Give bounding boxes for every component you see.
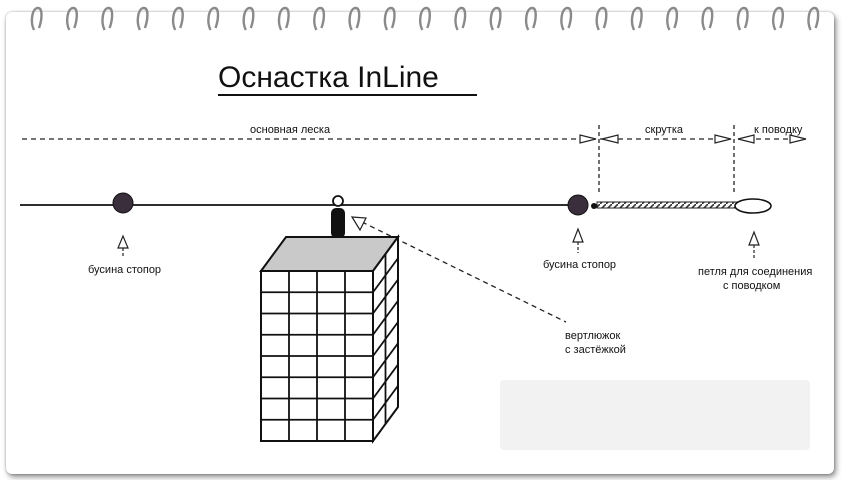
spiral-ring (277, 6, 290, 31)
twist-section (596, 201, 738, 209)
page-title: Оснастка InLine (218, 61, 439, 94)
connection-loop (734, 198, 772, 214)
spiral-ring (348, 6, 361, 31)
spiral-ring (101, 6, 114, 31)
spiral-ring (207, 6, 220, 31)
swivel-label-line2: с застёжкой (565, 344, 626, 356)
swivel (331, 195, 345, 238)
spiral-ring (701, 6, 714, 31)
bead-stopper-left (112, 192, 134, 214)
cube-grid-line (372, 278, 399, 315)
bead-left-label: бусина стопор (88, 264, 161, 276)
spiral-ring (313, 6, 326, 31)
swivel-label-line1: вертлюжок (565, 330, 621, 342)
spiral-ring (242, 6, 255, 31)
loop-label-line2: с поводком (723, 280, 780, 292)
spiral-ring (807, 6, 820, 31)
cube-grid-line (372, 257, 399, 293)
cube-grid-line (372, 385, 399, 421)
spiral-ring (560, 6, 573, 31)
spiral-ring (489, 6, 502, 31)
dimension-line (22, 125, 800, 195)
knot (591, 203, 597, 209)
spiral-ring (454, 6, 467, 31)
sinker-cube (259, 233, 400, 445)
pointer-arrows (117, 227, 760, 259)
loop-label-line1: петля для соединения (698, 266, 812, 278)
spiral-ring (772, 6, 784, 31)
cube-grid-line (372, 363, 399, 400)
spiral-ring (595, 6, 608, 31)
spiral-ring (66, 6, 78, 31)
bead-right-label: бусина стопор (543, 259, 616, 271)
bead-stopper-right (567, 194, 589, 216)
twist-label: скрутка (645, 124, 684, 136)
spiral-ring (524, 6, 537, 31)
spiral-ring (419, 6, 431, 31)
cube-grid-line (372, 342, 399, 378)
cube-grid-line (372, 321, 399, 357)
main-line-label: основная леска (250, 124, 331, 136)
cube-grid-line (372, 300, 399, 336)
spiral-ring (383, 6, 396, 31)
paper-card (6, 12, 834, 474)
to-leader-label: к поводку (754, 124, 803, 136)
spiral-binding (30, 6, 820, 31)
spiral-ring (30, 6, 43, 31)
dimension-arrowheads (579, 134, 807, 144)
spiral-ring (666, 6, 679, 31)
spiral-ring (736, 6, 749, 31)
spiral-ring (630, 6, 643, 31)
spiral-ring (136, 6, 149, 31)
spiral-ring (171, 6, 184, 31)
watermark (500, 380, 810, 450)
